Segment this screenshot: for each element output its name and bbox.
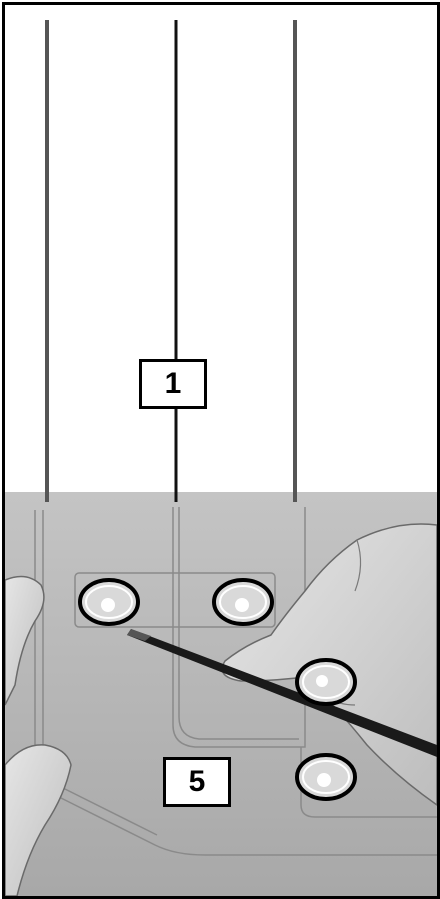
callout-label-5: 5 bbox=[163, 757, 231, 807]
guide-lines bbox=[47, 20, 295, 502]
marker-ring-icon bbox=[297, 660, 355, 704]
callout-label-1: 1 bbox=[139, 359, 207, 409]
marker-ring-icon bbox=[214, 580, 272, 624]
marker-ring-icon bbox=[297, 755, 355, 799]
marker-ring-icon bbox=[80, 580, 138, 624]
